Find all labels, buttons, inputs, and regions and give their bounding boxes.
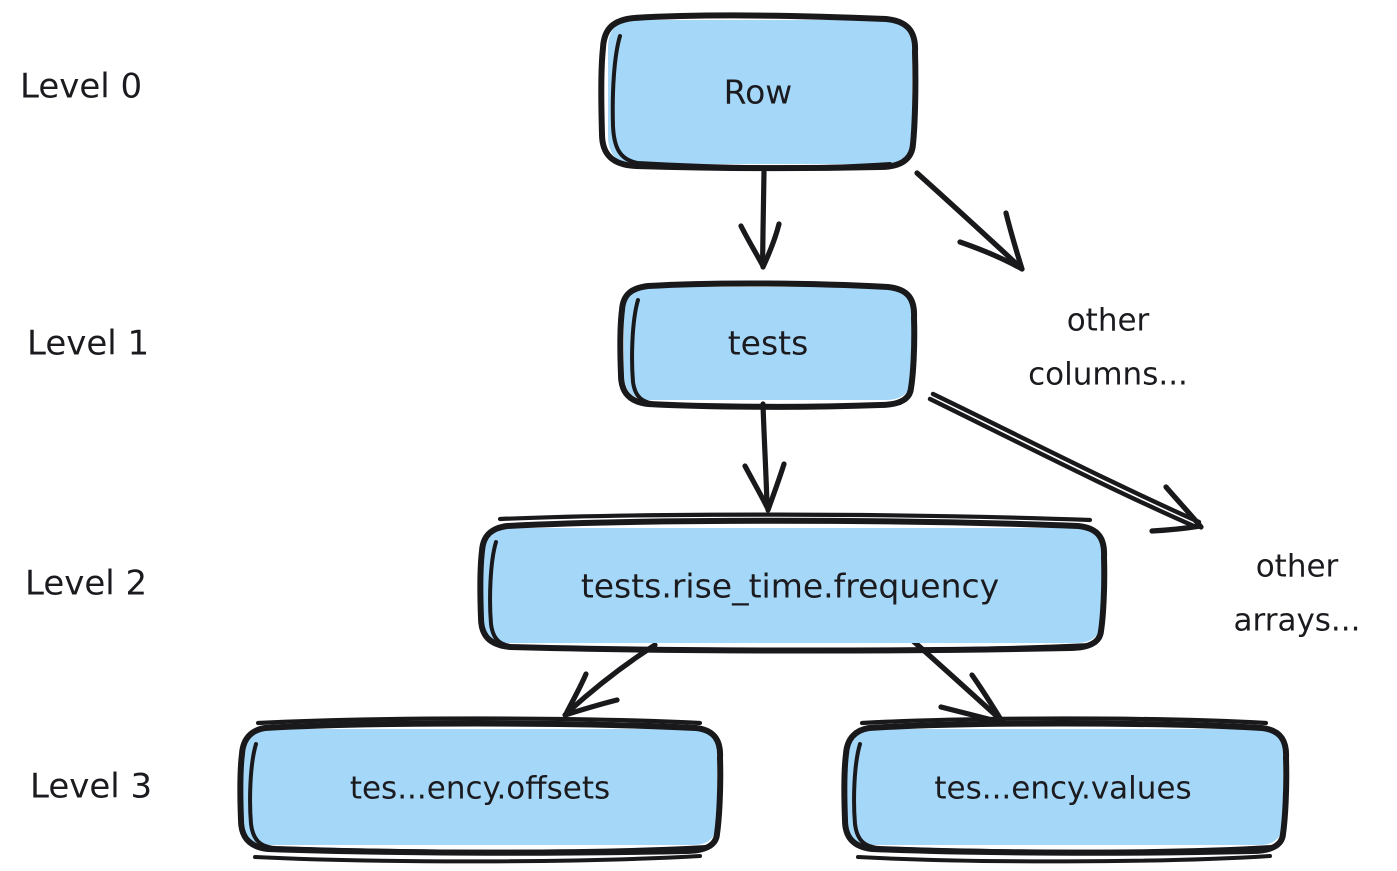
level-label-2: Level 2 bbox=[25, 564, 147, 604]
annotation-other-columns: other columns... bbox=[1028, 303, 1188, 393]
node-label-values: tes...ency.values bbox=[934, 771, 1191, 807]
level-label-1: Level 1 bbox=[27, 324, 149, 364]
edge-tests-to-frequency bbox=[742, 401, 787, 513]
node-label-tests: tests bbox=[728, 324, 809, 363]
other-arrays-line-2: arrays... bbox=[1234, 603, 1361, 639]
node-frequency[interactable]: tests.rise_time.frequency bbox=[477, 512, 1108, 654]
level-labels: Level 0 Level 1 Level 2 Level 3 bbox=[20, 67, 152, 807]
other-arrays-line-1: other bbox=[1256, 549, 1339, 585]
edge-frequency-to-offsets bbox=[562, 642, 658, 718]
node-label-row: Row bbox=[724, 73, 793, 112]
node-values[interactable]: tes...ency.values bbox=[841, 716, 1290, 864]
node-offsets[interactable]: tes...ency.offsets bbox=[237, 716, 724, 864]
edge-row-to-tests bbox=[738, 169, 782, 270]
node-row[interactable]: Row bbox=[598, 12, 919, 172]
node-tests[interactable]: tests bbox=[617, 280, 918, 410]
edge-tests-to-other-arrays bbox=[927, 391, 1204, 534]
edges-layer bbox=[562, 169, 1204, 726]
node-label-offsets: tes...ency.offsets bbox=[350, 771, 610, 807]
edge-row-to-other-columns bbox=[914, 170, 1025, 272]
annotation-other-arrays: other arrays... bbox=[1234, 549, 1361, 639]
node-label-frequency: tests.rise_time.frequency bbox=[581, 567, 999, 606]
other-columns-line-1: other bbox=[1067, 303, 1150, 339]
other-columns-line-2: columns... bbox=[1028, 357, 1188, 393]
level-label-3: Level 3 bbox=[30, 767, 152, 807]
level-label-0: Level 0 bbox=[20, 67, 142, 107]
